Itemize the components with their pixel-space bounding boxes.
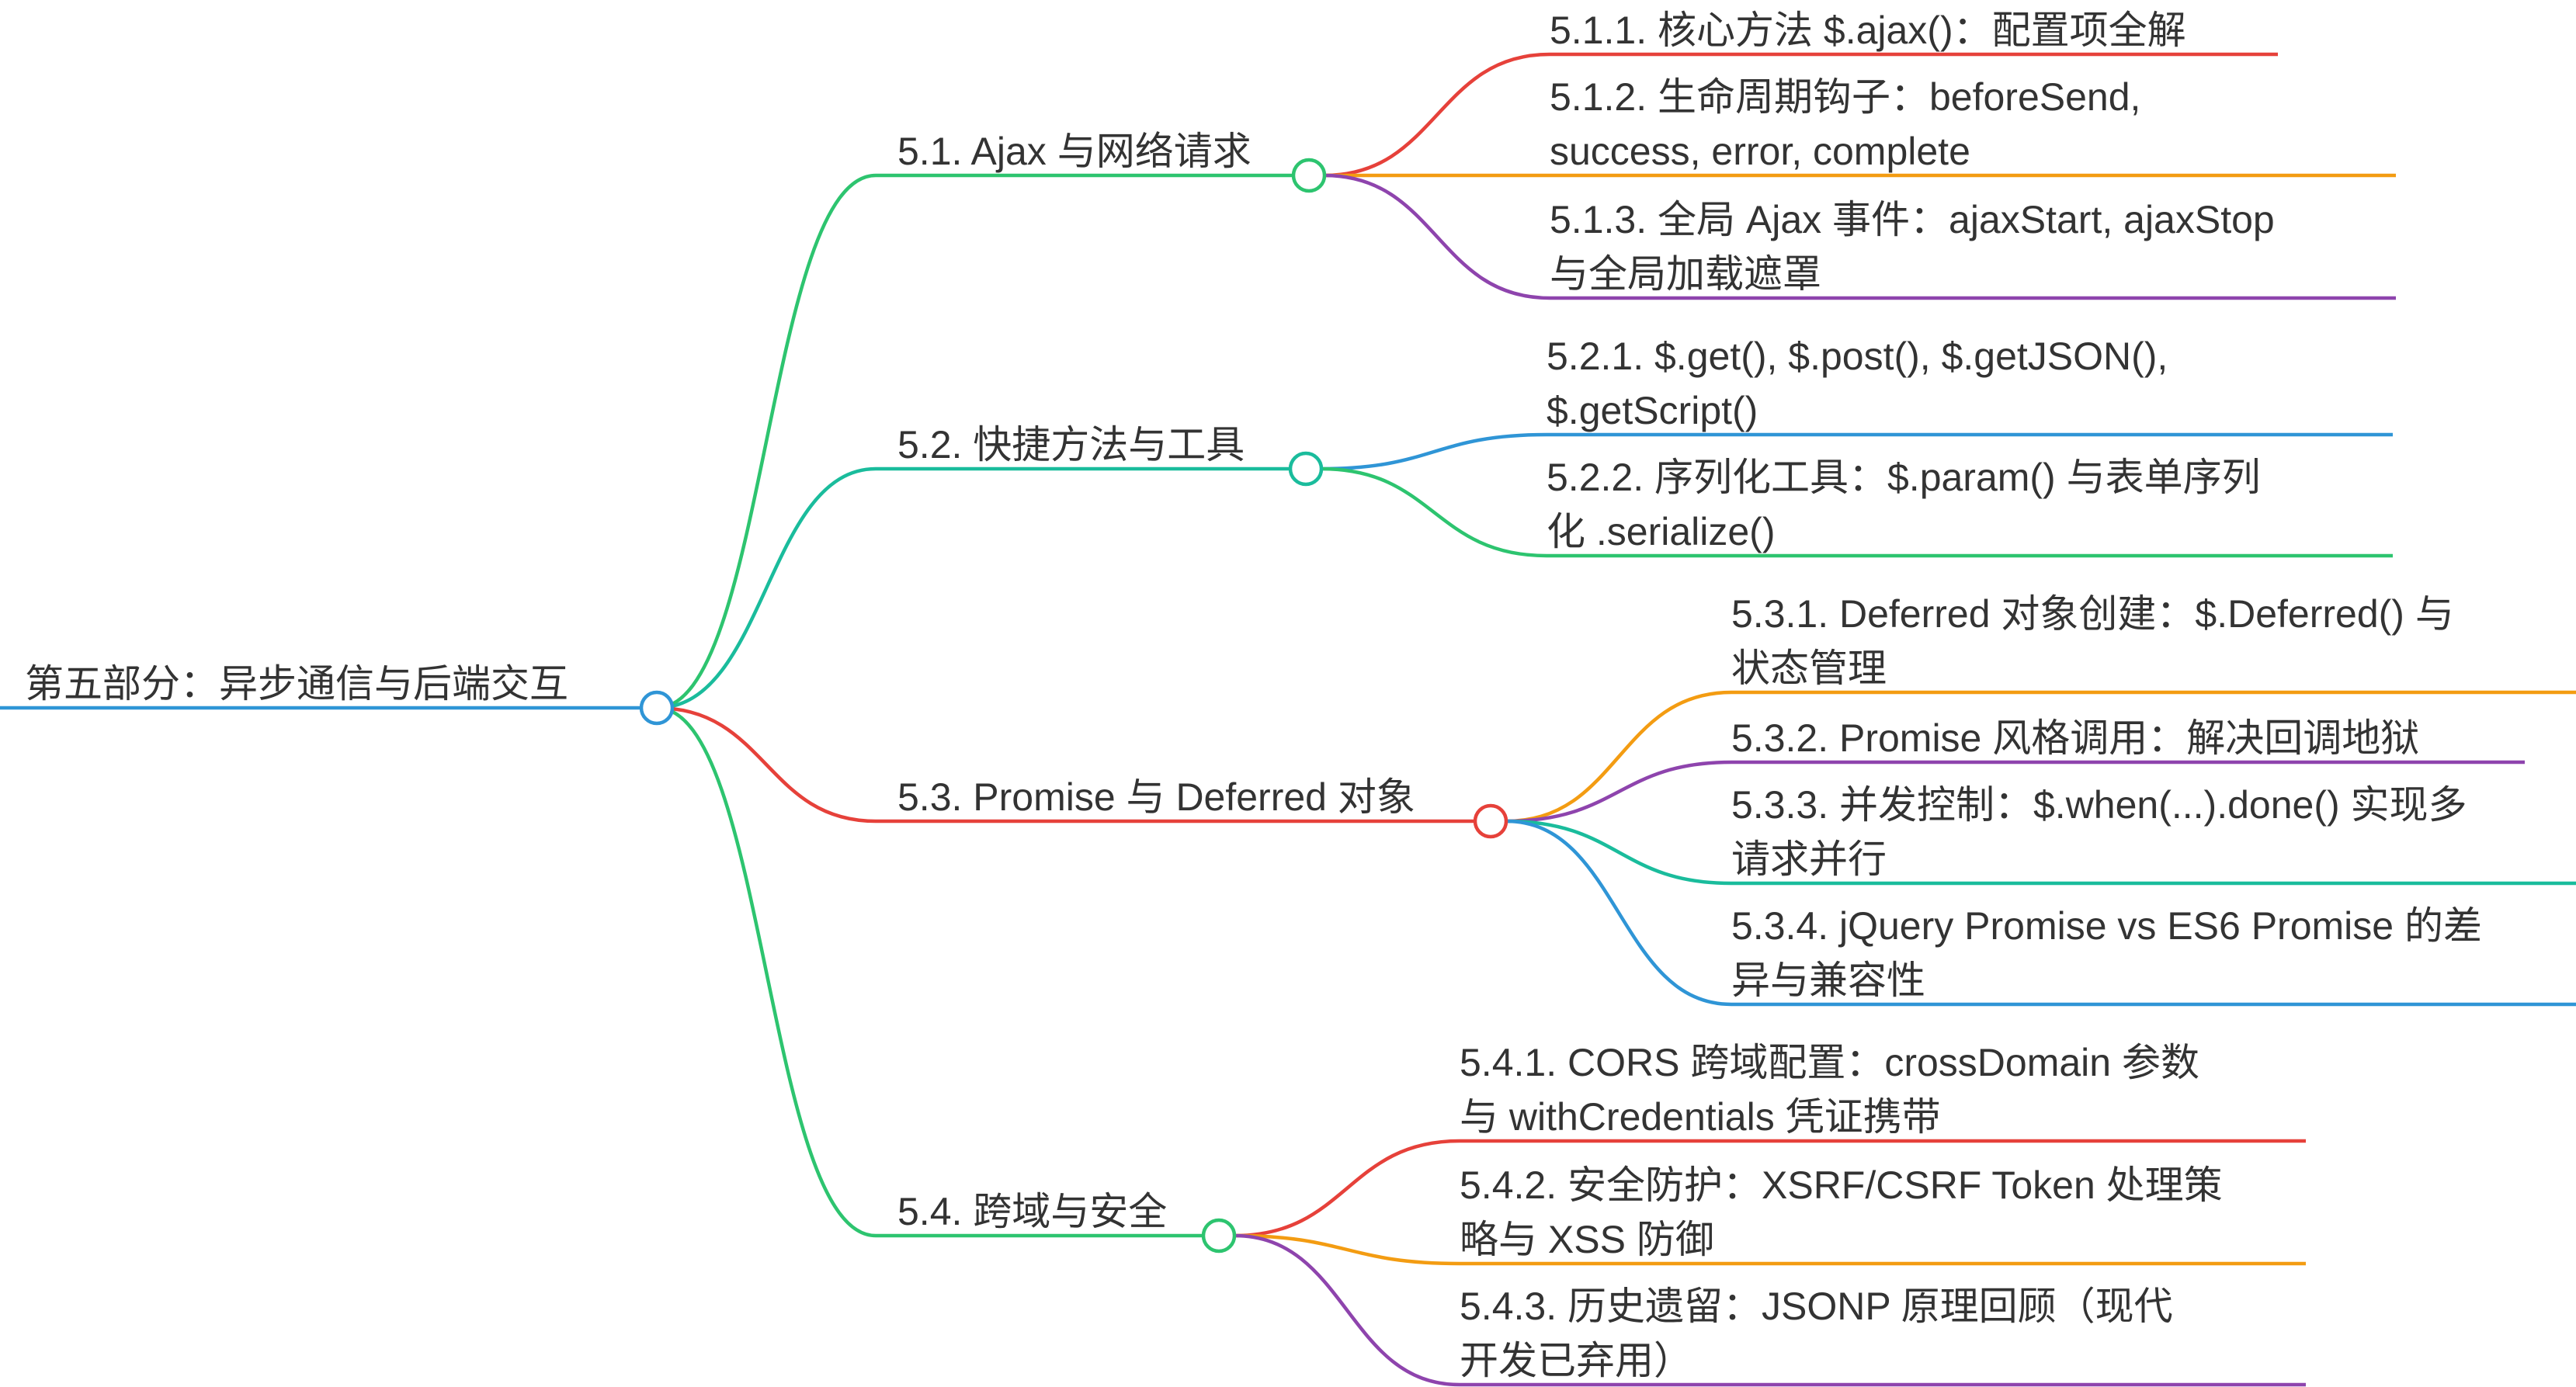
branch-3-leaf-2-label-line: 5.3.2. Promise 风格调用：解决回调地狱 (1731, 716, 2419, 760)
branch-3-expand-toggle[interactable] (1473, 803, 1508, 839)
branch-1-leaf-3-label-line: 5.1.3. 全局 Ajax 事件：ajaxStart, ajaxStop (1550, 198, 2275, 241)
branch-2-expand-toggle[interactable] (1288, 451, 1324, 487)
branch-1-leaf-3-edge (1324, 173, 1550, 300)
branch-3-leaf-1-label-line: 5.3.1. Deferred 对象创建：$.Deferred() 与 (1731, 592, 2454, 636)
branch-2-leaf-2-label-line: 化 .serialize() (1547, 510, 1775, 553)
branch-2-edge (656, 466, 877, 710)
branch-2-leaf-2-edge (1321, 466, 1547, 558)
branch-4-leaf-2-label: 5.4.2. 安全防护：XSRF/CSRF Token 处理策略与 XSS 防御 (1460, 1163, 2223, 1261)
mindmap-labels: 第五部分：异步通信与后端交互 5.1. Ajax 与网络请求 5.1.1. 核心方法… (25, 9, 2482, 1382)
branch-3-leaf-3-edge (1505, 819, 1732, 886)
branch-4-leaf-1-label-line: 5.4.1. CORS 跨域配置：crossDomain 参数 (1460, 1041, 2199, 1084)
branch-3-leaf-4-label: 5.3.4. jQuery Promise vs ES6 Promise 的差异… (1731, 904, 2482, 1002)
branch-1-leaf-1-label-line: 5.1.1. 核心方法 $.ajax()：配置项全解 (1550, 9, 2186, 52)
branch-4-leaf-1-label: 5.4.1. CORS 跨域配置：crossDomain 参数与 withCre… (1460, 1041, 2199, 1139)
branch-3-leaf-1-edge (1505, 690, 1732, 824)
branch-3-leaf-1-label: 5.3.1. Deferred 对象创建：$.Deferred() 与状态管理 (1731, 592, 2454, 690)
branch-1-expand-toggle[interactable] (1291, 158, 1327, 193)
branch-3-leaf-4-edge (1505, 819, 1732, 1007)
branch-2-leaf-1-label: 5.2.1. $.get(), $.post(), $.getJSON(), $.… (1547, 335, 2168, 432)
branch-2-leaf-1-edge (1321, 432, 1547, 471)
branch-3-leaf-2-label: 5.3.2. Promise 风格调用：解决回调地狱 (1731, 716, 2419, 760)
branch-3-leaf-4-label-line: 5.3.4. jQuery Promise vs ES6 Promise 的差 (1731, 904, 2482, 948)
branch-3-leaf-3-label: 5.3.3. 并发控制：$.when(...).done() 实现多请求并行 (1731, 783, 2467, 881)
branch-2-leaf-1-label-line: 5.2.1. $.get(), $.post(), $.getJSON(), (1547, 335, 2168, 378)
branch-4-leaf-3-edge (1234, 1233, 1460, 1387)
branch-2-leaf-1-label-line: $.getScript() (1547, 389, 1758, 432)
branch-4-leaf-2-label-line: 5.4.2. 安全防护：XSRF/CSRF Token 处理策 (1460, 1163, 2223, 1207)
branch-1-leaf-3-label-line: 与全局加载遮罩 (1550, 252, 1821, 296)
branch-2-label: 5.2. 快捷方法与工具 (897, 423, 1245, 466)
branch-4-leaf-2-label-line: 略与 XSS 防御 (1460, 1218, 1714, 1261)
branch-1-edge (656, 173, 877, 710)
branch-1-label: 5.1. Ajax 与网络请求 (897, 130, 1252, 173)
branch-2-leaf-2-label: 5.2.2. 序列化工具：$.param() 与表单序列化 .serialize… (1547, 456, 2261, 553)
branch-4-leaf-3-label: 5.4.3. 历史遗留：JSONP 原理回顾（现代开发已弃用） (1460, 1285, 2173, 1382)
branch-2-leaf-2-label-line: 5.2.2. 序列化工具：$.param() 与表单序列 (1547, 456, 2261, 499)
branch-1-leaf-3-label: 5.1.3. 全局 Ajax 事件：ajaxStart, ajaxStop 与全局… (1550, 198, 2275, 296)
branch-3-leaf-4-label-line: 异与兼容性 (1731, 959, 1925, 1002)
mindmap-edges (656, 52, 1732, 1387)
branch-1-leaf-1-edge (1324, 52, 1550, 178)
branch-3-leaf-2-edge (1505, 760, 1732, 824)
branch-3-edge (656, 706, 877, 824)
branch-3-leaf-3-label-line: 5.3.3. 并发控制：$.when(...).done() 实现多 (1731, 783, 2467, 827)
branch-4-edge (656, 706, 877, 1238)
branch-4-leaf-2-edge (1234, 1233, 1460, 1266)
branch-4-leaf-3-label-line: 开发已弃用） (1460, 1339, 1692, 1382)
branch-1-leaf-2-label: 5.1.2. 生命周期钩子：beforeSend, success, error,… (1550, 75, 2140, 173)
mindmap-underlines (0, 52, 2576, 1387)
branch-4-label: 5.4. 跨域与安全 (897, 1190, 1167, 1233)
root-expand-toggle[interactable] (639, 690, 675, 726)
branch-4-expand-toggle[interactable] (1201, 1218, 1237, 1254)
branch-1-leaf-1-label: 5.1.1. 核心方法 $.ajax()：配置项全解 (1550, 9, 2186, 52)
branch-1-leaf-2-label-line: success, error, complete (1550, 130, 1970, 173)
branch-3-leaf-1-label-line: 状态管理 (1731, 647, 1887, 690)
root-title: 第五部分：异步通信与后端交互 (25, 662, 568, 706)
branch-3-leaf-3-label-line: 请求并行 (1731, 837, 1887, 881)
branch-4-leaf-1-edge (1234, 1139, 1460, 1238)
mindmap-nodes (639, 158, 1508, 1254)
branch-3-label: 5.3. Promise 与 Deferred 对象 (897, 775, 1415, 819)
branch-4-leaf-3-label-line: 5.4.3. 历史遗留：JSONP 原理回顾（现代 (1460, 1285, 2173, 1328)
branch-4-leaf-1-label-line: 与 withCredentials 凭证携带 (1460, 1095, 1941, 1139)
branch-1-leaf-2-label-line: 5.1.2. 生命周期钩子：beforeSend, (1550, 75, 2140, 119)
